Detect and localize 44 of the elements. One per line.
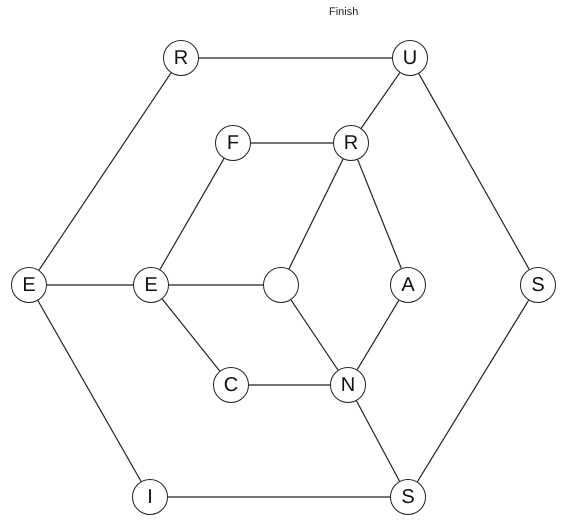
letter-circle: [215, 125, 251, 161]
connector-line: [162, 298, 220, 372]
connector-line: [360, 72, 400, 129]
connector-line: [47, 284, 133, 286]
connector-line: [199, 57, 392, 59]
connector-line: [356, 400, 400, 482]
letter: S: [531, 275, 545, 295]
letter-circle: [392, 40, 428, 76]
letter-circle: [132, 479, 168, 515]
letter-circle: [390, 267, 426, 303]
letter: F: [226, 133, 240, 153]
letter: R: [344, 133, 358, 153]
connector-line: [249, 384, 330, 386]
connector-line: [168, 496, 390, 498]
letter: A: [401, 275, 415, 295]
letter: N: [340, 375, 356, 395]
connector-line: [37, 300, 142, 482]
letter: U: [402, 48, 418, 68]
empty-circle: [263, 267, 299, 303]
connector-line: [251, 142, 333, 144]
connector-line: [290, 300, 338, 370]
connector-line: [169, 284, 263, 286]
letter-circle: [163, 40, 199, 76]
connector-line: [418, 73, 530, 270]
letter-circle: [333, 125, 369, 161]
letter-circle: [520, 267, 556, 303]
connector-line: [357, 159, 402, 269]
note-text: Finish: [329, 6, 358, 18]
connector-line: [159, 158, 225, 270]
connector-line: [416, 300, 530, 482]
connector-line: [38, 72, 172, 270]
letter: C: [224, 375, 238, 395]
letter: R: [174, 48, 188, 68]
letter-circle: [330, 367, 366, 403]
letter-circle: [133, 267, 169, 303]
letter-circle: [11, 267, 47, 303]
letter: S: [401, 487, 415, 507]
letter-circle: [390, 479, 426, 515]
letter: E: [22, 275, 36, 295]
connector-line: [288, 158, 344, 270]
letter-circle: [213, 367, 249, 403]
letter: E: [144, 275, 158, 295]
letter: I: [147, 487, 153, 507]
connector-line: [356, 300, 400, 370]
